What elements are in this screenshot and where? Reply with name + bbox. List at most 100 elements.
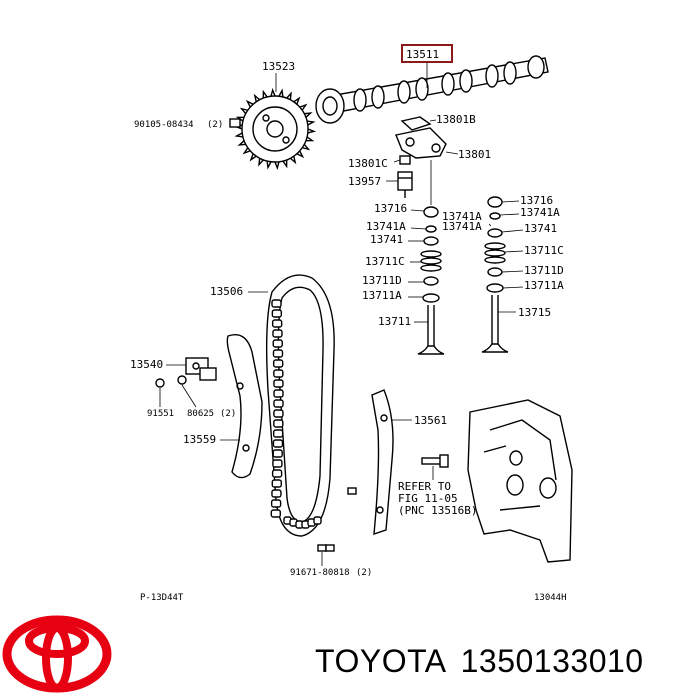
camshaft	[315, 55, 549, 124]
chain-link	[273, 389, 284, 398]
sprocket-tooth	[234, 132, 244, 138]
sprocket-tooth	[258, 158, 264, 167]
label-spring-right: 13711C	[524, 244, 564, 257]
label-seal-right: 13711D	[524, 264, 564, 277]
label-guide: 13561	[414, 414, 447, 427]
chain-tensioner	[185, 357, 217, 381]
chain-link	[272, 329, 283, 338]
label-rocker-arm: 13801	[458, 148, 491, 161]
label-bolt: 90105-08434	[134, 120, 194, 130]
sprocket-tooth	[278, 88, 284, 98]
left-valve-stack	[417, 206, 445, 355]
sprocket-tooth	[242, 147, 251, 155]
sprocket-tooth	[274, 161, 280, 171]
sprocket-tooth	[245, 99, 254, 108]
label-valve-intake: 13711	[378, 315, 411, 328]
sprocket-tooth	[296, 150, 305, 159]
label-retainer-right: 13716	[520, 194, 553, 207]
sprocket-tooth	[282, 159, 288, 169]
label-keeper-right-b: 13741A	[442, 220, 482, 233]
tensioner-studs	[155, 375, 187, 388]
label-refer-2: FIG 11-05	[398, 492, 458, 505]
label-seal-left: 13711D	[362, 274, 402, 287]
label-stud-a: 91551	[147, 409, 174, 419]
chain-slipper	[226, 334, 263, 479]
chain-link	[272, 359, 284, 368]
chain-link	[270, 509, 281, 518]
label-seat-left: 13741	[370, 233, 403, 246]
refer-bolt	[421, 454, 449, 468]
sprocket-tooth	[249, 153, 257, 162]
label-rocker-clip: 13801C	[348, 157, 388, 170]
label-refer-1: REFER TO	[398, 480, 451, 493]
chain-link	[273, 369, 284, 378]
chain-links	[270, 299, 322, 529]
label-stud-b: 80625	[187, 409, 214, 419]
label-bolt-qty: (2)	[207, 120, 223, 130]
rocker-arm-sub	[400, 116, 432, 131]
label-stud-b-qty: (2)	[220, 409, 236, 419]
label-slipper: 13559	[183, 433, 216, 446]
figure-code-right: 13044H	[534, 593, 567, 603]
label-keeper-right-a: 13741A	[442, 210, 482, 223]
label-camshaft: 13511	[406, 48, 439, 61]
sprocket-tooth	[262, 89, 268, 99]
label-keeper-right-a2: 13741A	[520, 206, 560, 219]
label-spring-left: 13711C	[365, 255, 405, 268]
chain-link	[271, 309, 283, 318]
chain-link	[272, 349, 284, 358]
sprocket-tooth	[286, 91, 292, 100]
chain-link	[272, 439, 284, 448]
sprocket-tooth	[239, 107, 248, 115]
brand-name: TOYOTA	[315, 643, 447, 679]
label-keeper-left: 13741A	[366, 220, 406, 233]
chain-link	[271, 469, 283, 478]
sprocket-tooth	[289, 156, 297, 165]
sprocket-tooth	[304, 112, 313, 118]
chain-link	[273, 399, 284, 408]
label-bottom-bolt: 91671-80818	[290, 568, 350, 578]
sprocket-tooth	[270, 87, 276, 97]
sprocket-tooth	[237, 140, 246, 146]
chain-link	[271, 299, 282, 308]
label-retainer-left: 13716	[374, 202, 407, 215]
sprocket-tooth	[305, 136, 315, 142]
lash-adjuster	[397, 171, 413, 198]
chain-link	[271, 479, 282, 488]
label-refer-3: (PNC 13516B)	[398, 504, 477, 517]
chain-guide	[371, 389, 394, 536]
chain-link	[272, 449, 283, 458]
chain-link	[271, 489, 282, 498]
label-lash-adjuster: 13957	[348, 175, 381, 188]
cam-sprocket	[241, 95, 309, 163]
label-spring-seat-left: 13711A	[362, 289, 402, 302]
label-seat-right: 13741	[524, 222, 557, 235]
chain-link	[270, 499, 282, 508]
label-bottom-bolt-qty: (2)	[356, 568, 372, 578]
sprocket-tooth	[235, 116, 245, 122]
sprocket-tooth	[307, 128, 317, 134]
chain-link	[273, 419, 284, 428]
sprocket-tooth	[253, 93, 261, 102]
chain-link	[273, 409, 284, 418]
rocker-clip	[399, 155, 411, 165]
sprocket-bolt	[229, 118, 241, 128]
chain-link	[272, 459, 283, 468]
label-tensioner: 13540	[130, 358, 163, 371]
sprocket-tooth	[306, 120, 316, 126]
toyota-logo	[2, 615, 112, 693]
chain-link	[273, 379, 284, 388]
chain-link	[272, 339, 283, 348]
chain-link	[271, 319, 283, 328]
chain-link	[313, 516, 322, 525]
chain-link	[272, 429, 284, 438]
label-cam-sprocket: 13523	[262, 60, 295, 73]
sprocket-tooth	[266, 160, 272, 170]
right-valve-stack	[481, 196, 509, 353]
figure-code-left: P-13D44T	[140, 593, 184, 603]
rocker-arm	[395, 127, 447, 159]
label-valve-exhaust: 13715	[518, 306, 551, 319]
sprocket-tooth	[299, 103, 308, 111]
